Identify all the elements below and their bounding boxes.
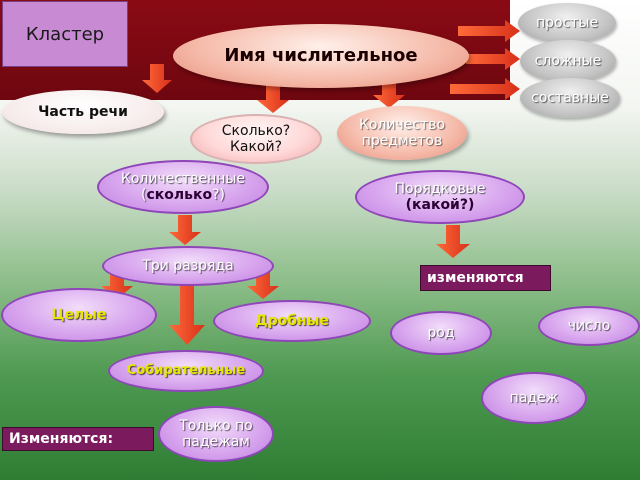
- whole-node: Целые: [1, 288, 157, 342]
- type-compound-label: составные: [531, 89, 609, 106]
- number-label: число: [567, 317, 611, 334]
- arrow-to-three-groups: [169, 215, 201, 245]
- cardinal-paren-open: (: [140, 187, 147, 203]
- only-cases-node: Только по падежам: [158, 406, 274, 462]
- main-node: Имя числительное: [173, 24, 469, 88]
- ordinal-label: Порядковые (какой?): [394, 181, 485, 213]
- arrow-to-quantity: [373, 80, 405, 108]
- arrow-to-compound: [450, 78, 520, 100]
- fractional-label: Дробные: [255, 312, 329, 329]
- questions-label: Сколько? Какой?: [222, 123, 290, 155]
- questions-line2: Какой?: [229, 139, 283, 155]
- cardinal-paren-close: ?): [212, 187, 225, 203]
- cardinal-line1: Количественные: [120, 170, 246, 187]
- questions-line1: Сколько?: [221, 122, 291, 139]
- type-simple: простые: [518, 3, 616, 43]
- slide-title: Кластер: [2, 1, 128, 67]
- ordinal-line1: Порядковые: [394, 180, 486, 197]
- collective-node: Собирательные: [108, 350, 264, 392]
- case-node: падеж: [481, 372, 587, 424]
- changes-label-right-text: изменяются: [427, 270, 524, 286]
- part-of-speech-label: Часть речи: [38, 103, 128, 120]
- changes-label-left: Изменяются:: [2, 427, 154, 451]
- quantity-node: Количество предметов: [337, 106, 467, 160]
- changes-label-left-text: Изменяются:: [9, 431, 114, 447]
- gender-label: род: [427, 324, 455, 341]
- changes-label-right: изменяются: [420, 265, 551, 291]
- whole-label: Целые: [51, 306, 107, 323]
- arrow-to-changes: [436, 225, 470, 258]
- only-cases-line1: Только по: [179, 417, 253, 434]
- arrow-to-simple: [458, 20, 520, 42]
- type-compound: составные: [520, 78, 620, 118]
- only-cases-label: Только по падежам: [179, 418, 253, 450]
- gender-node: род: [390, 311, 492, 355]
- type-complex: сложные: [520, 40, 616, 82]
- part-of-speech-node: Часть речи: [2, 90, 164, 134]
- ordinal-line2: (какой?): [405, 197, 475, 213]
- cardinal-node: Количественные (сколько?): [97, 160, 269, 214]
- only-cases-line2: падежам: [182, 434, 250, 450]
- type-complex-label: сложные: [534, 52, 602, 69]
- type-simple-label: простые: [535, 14, 599, 31]
- cardinal-question: сколько: [146, 187, 213, 203]
- three-groups-label: Три разряда: [142, 257, 234, 274]
- cardinal-label: Количественные (сколько?): [121, 171, 245, 203]
- quantity-line2: предметов: [361, 133, 443, 149]
- collective-label: Собирательные: [126, 362, 246, 378]
- three-groups-node: Три разряда: [102, 246, 274, 286]
- case-label: падеж: [509, 389, 559, 406]
- arrow-to-part-of-speech: [142, 64, 172, 93]
- arrow-to-collective: [169, 280, 205, 345]
- questions-node: Сколько? Какой?: [190, 114, 322, 164]
- arrow-to-complex: [466, 48, 520, 70]
- quantity-label: Количество предметов: [359, 117, 445, 149]
- ordinal-node: Порядковые (какой?): [355, 170, 525, 224]
- arrow-to-questions: [257, 84, 289, 113]
- arrow-to-fractional: [247, 270, 279, 299]
- number-node: число: [538, 306, 640, 346]
- quantity-line1: Количество: [358, 116, 446, 133]
- main-node-label: Имя числительное: [224, 44, 418, 66]
- fractional-node: Дробные: [213, 300, 371, 342]
